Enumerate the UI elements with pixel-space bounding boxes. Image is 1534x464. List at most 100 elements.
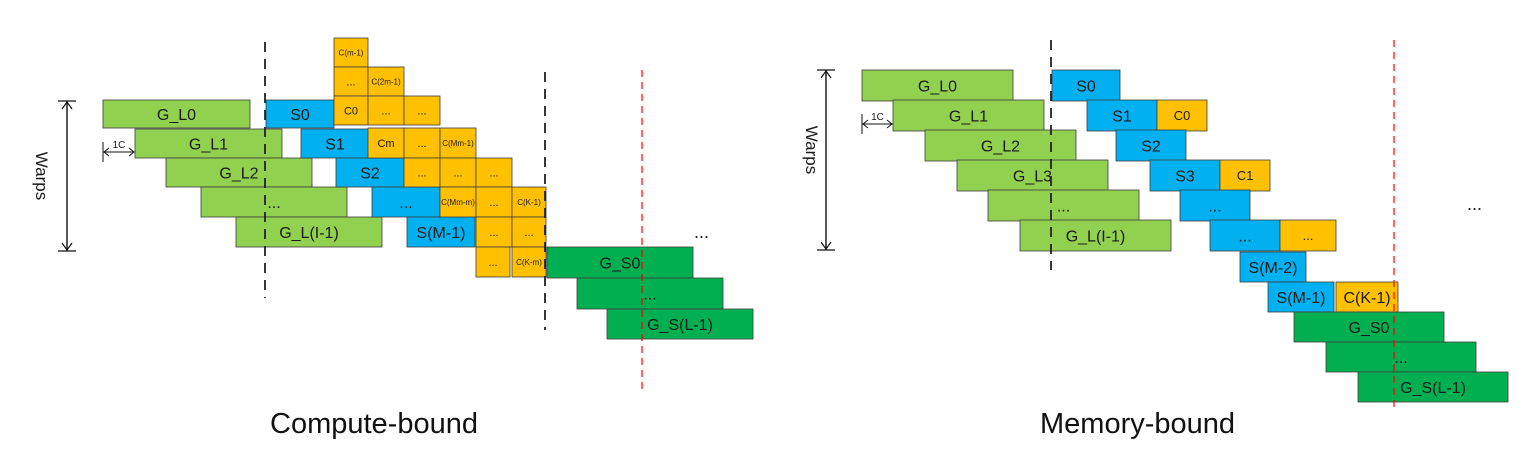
offset-label: 1C [113, 140, 126, 151]
block-g-s-dots-rect [1325, 341, 1477, 373]
compute-bound-warps-axis: Warps [32, 100, 76, 252]
block-g-l1-rect [134, 128, 283, 159]
block-c-k-1-rect [511, 186, 547, 218]
block-s-dots-label: ... [399, 195, 412, 212]
block-c-dots-g-label: ... [489, 167, 498, 179]
block-g-l-last-label: G_L(I-1) [1066, 228, 1126, 245]
offset-marker-1c: 1C [102, 140, 135, 162]
warps-axis-arrowhead [61, 100, 73, 110]
block-c-dots-c-rect [403, 95, 441, 126]
block-c-m-1: C(m-1) [333, 37, 369, 68]
block-g-l-last: G_L(I-1) [235, 216, 383, 248]
block-g-l0-label: G_L0 [157, 107, 196, 124]
block-c-2m-1-rect [367, 66, 405, 97]
block-s2-label: S2 [1141, 138, 1161, 155]
block-s-dots-a: ... [1179, 189, 1251, 222]
block-c0-label: C0 [344, 105, 358, 117]
block-c-mm-1: C(Mm-1) [439, 127, 477, 159]
block-s-m-1-label: S(M-1) [1277, 290, 1326, 307]
block-s-m-1: S(M-1) [1267, 281, 1335, 313]
block-g-s-dots: ... [576, 277, 724, 310]
block-s0: S0 [265, 99, 335, 129]
block-s0-rect [265, 99, 335, 129]
block-g-s0-rect [1293, 311, 1445, 343]
block-g-l-last: G_L(I-1) [1019, 219, 1172, 252]
block-c-dots-c-label: ... [417, 105, 426, 117]
block-c-mm-m-label: C(Mm-m) [441, 198, 475, 207]
trailing-ellipsis: ... [694, 222, 709, 242]
block-g-l-dots-rect [200, 186, 348, 218]
block-s-dots-a-label: ... [1208, 198, 1221, 215]
block-s1-label: S1 [1112, 108, 1132, 125]
block-s1: S1 [1086, 99, 1158, 132]
block-s2-label: S2 [360, 165, 380, 182]
compute-bound-diagram: Warps1CG_L0G_L1G_L2...G_L(I-1)S0S1S2...S… [32, 37, 754, 390]
block-c-k-m: C(K-m) [511, 246, 547, 278]
block-s2: S2 [1115, 129, 1187, 162]
caption-compute-bound: Compute-bound [270, 408, 478, 440]
block-g-l-last-rect [1019, 219, 1172, 252]
block-g-l3-label: G_L3 [1013, 168, 1052, 185]
block-g-s-dots: ... [1325, 341, 1477, 373]
block-c1-label: C1 [1237, 168, 1254, 183]
block-s2: S2 [335, 157, 405, 188]
block-c-2m-1-label: C(2m-1) [371, 77, 401, 86]
block-c-dots-d-rect [403, 127, 441, 159]
block-c-dots-e-label: ... [417, 167, 426, 179]
block-g-l1-label: G_L1 [949, 108, 988, 125]
block-c-dots-h-label: ... [489, 197, 498, 209]
block-s1-label: S1 [325, 136, 345, 153]
block-g-s-last-rect [606, 308, 754, 340]
block-c-k-1-label: C(K-1) [1343, 290, 1390, 307]
block-c-dots-k-rect [475, 246, 511, 278]
block-s-m-2-label: S(M-2) [1249, 260, 1298, 277]
block-s0-rect [1051, 69, 1121, 102]
block-s-dots-b-rect [1209, 219, 1281, 252]
block-c-dots-rect [1279, 219, 1337, 252]
block-c1-rect [1219, 159, 1271, 192]
block-c-dots-i-label: ... [489, 227, 498, 239]
block-cm: Cm [367, 127, 405, 159]
block-g-s-last: G_S(L-1) [1357, 371, 1509, 403]
block-s3-label: S3 [1175, 168, 1195, 185]
block-c-dots-f: ... [439, 157, 477, 188]
block-cm-label: Cm [377, 138, 394, 150]
block-g-l-last-label: G_L(I-1) [279, 225, 339, 242]
warps-axis-arrowhead [820, 69, 832, 79]
block-c-mm-1-label: C(Mm-1) [442, 139, 474, 148]
offset-arrowhead [128, 147, 135, 157]
block-g-l1: G_L1 [892, 99, 1045, 132]
block-c-mm-m-rect [439, 186, 477, 218]
block-c-k-m-rect [511, 246, 547, 278]
block-c-dots-a: ... [333, 66, 369, 97]
block-c1: C1 [1219, 159, 1271, 192]
block-c-dots-f-rect [439, 157, 477, 188]
block-g-s0-rect [546, 246, 694, 279]
block-c-dots-j-label: ... [524, 227, 533, 239]
block-g-l0: G_L0 [861, 69, 1014, 102]
block-c-k-1-rect [1335, 281, 1399, 313]
block-s1-rect [1086, 99, 1158, 132]
offset-arrowhead [103, 147, 110, 157]
block-c-dots-a-label: ... [346, 76, 355, 88]
block-g-l1-rect [892, 99, 1045, 132]
block-c0: C0 [1156, 99, 1208, 132]
block-g-l2: G_L2 [924, 129, 1077, 162]
warps-axis-arrowhead [61, 242, 73, 252]
block-s-dots-b-label: ... [1238, 228, 1251, 245]
block-g-s-last-rect [1357, 371, 1509, 403]
block-s2-rect [335, 157, 405, 188]
block-c-dots-b-rect [367, 95, 405, 126]
warps-axis-label: Warps [32, 152, 51, 201]
warps-axis-arrowhead [820, 241, 832, 251]
block-s-dots: ... [371, 186, 441, 218]
block-c-k-1-label: C(K-1) [517, 198, 541, 207]
block-c-k-1: C(K-1) [511, 186, 547, 218]
block-s-m-2: S(M-2) [1239, 251, 1307, 283]
block-g-l-dots: ... [200, 186, 348, 218]
offset-marker-1c: 1C [861, 112, 893, 134]
block-s-m-2-rect [1239, 251, 1307, 283]
block-g-s-last: G_S(L-1) [606, 308, 754, 340]
